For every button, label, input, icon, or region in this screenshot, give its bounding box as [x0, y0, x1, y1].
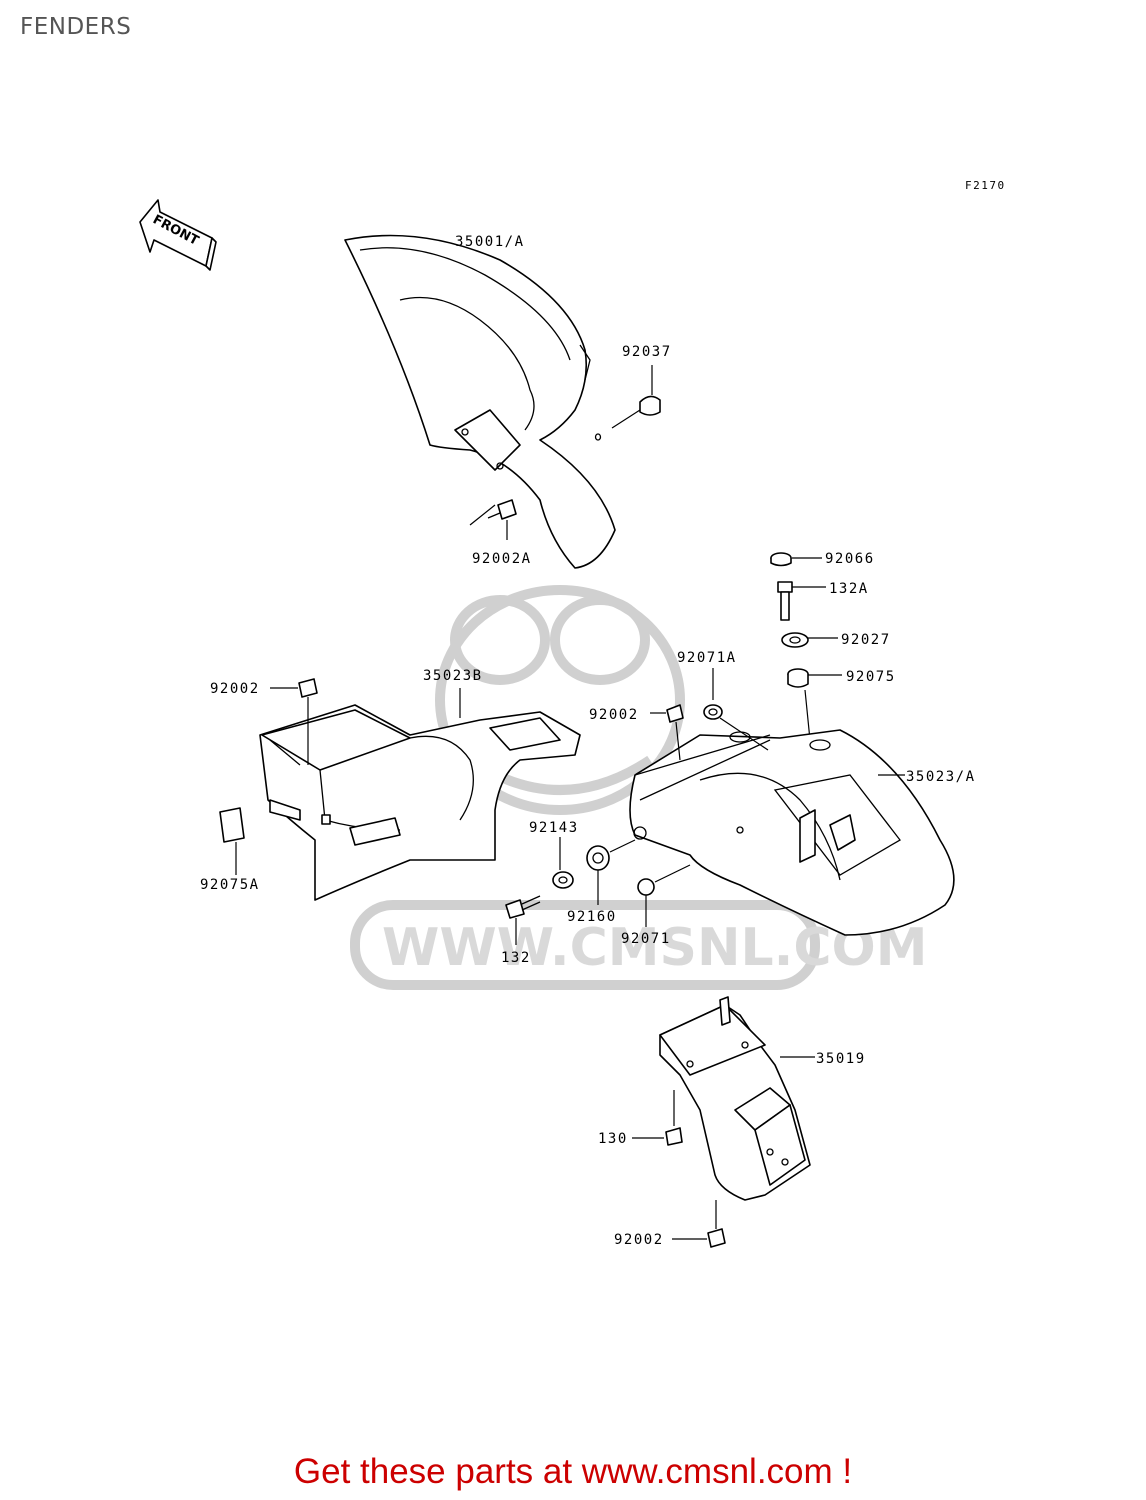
mudguard-flap: [659, 996, 815, 1201]
label-92002-left: 92002: [210, 681, 260, 697]
bolt-92002-mid: [650, 704, 684, 761]
grommet-92071A: [703, 668, 769, 751]
label-92075: 92075: [846, 669, 896, 685]
bolt-132: [505, 895, 541, 945]
bolt-92002-left: [270, 678, 318, 765]
grommet-92160: [586, 839, 636, 905]
label-92066: 92066: [825, 551, 875, 567]
collar-92143: [552, 837, 574, 889]
label-92002-mid: 92002: [589, 707, 639, 723]
cmsnl-parts-link[interactable]: Get these parts at www.cmsnl.com !: [293, 1452, 853, 1491]
label-35023B: 35023B: [423, 668, 483, 684]
pad-92075A: [219, 807, 245, 875]
figure-code: F2170: [965, 179, 1006, 192]
front-fender: [344, 234, 616, 569]
label-35001A: 35001/A: [455, 234, 525, 250]
part-labels: 35001/A 92037 92002A 92066 132A 92027 92…: [200, 234, 976, 1248]
parts-diagram: WWW.CMSNL.COM F2170 FRONT: [139, 179, 1006, 1248]
collar-92027: [781, 632, 838, 648]
inner-fender: [259, 688, 581, 901]
page-title: FENDERS: [20, 14, 132, 40]
bolt-132A: [777, 581, 826, 621]
grommet-92075: [787, 668, 842, 741]
label-132: 132: [501, 950, 531, 966]
label-35019: 35019: [816, 1051, 866, 1067]
label-92027: 92027: [841, 632, 891, 648]
rear-fender: [629, 729, 955, 936]
label-92160: 92160: [567, 909, 617, 925]
cap-92066: [770, 552, 822, 567]
label-92002-bottom: 92002: [614, 1232, 664, 1248]
label-92002A: 92002A: [472, 551, 532, 567]
label-92071A: 92071A: [677, 650, 737, 666]
label-132A: 132A: [829, 581, 869, 597]
label-92143: 92143: [529, 820, 579, 836]
bolt-92002A: [469, 499, 517, 540]
label-92071: 92071: [621, 931, 671, 947]
label-130: 130: [598, 1131, 628, 1147]
bolt-130: [632, 1090, 683, 1146]
label-92075A: 92075A: [200, 877, 260, 893]
bolt-92002-bottom: [672, 1200, 726, 1248]
front-arrow-icon: FRONT: [139, 199, 217, 271]
label-92037: 92037: [622, 344, 672, 360]
grommet-92071: [637, 864, 691, 927]
label-35023A: 35023/A: [906, 769, 976, 785]
clamp-92037: [611, 365, 661, 429]
